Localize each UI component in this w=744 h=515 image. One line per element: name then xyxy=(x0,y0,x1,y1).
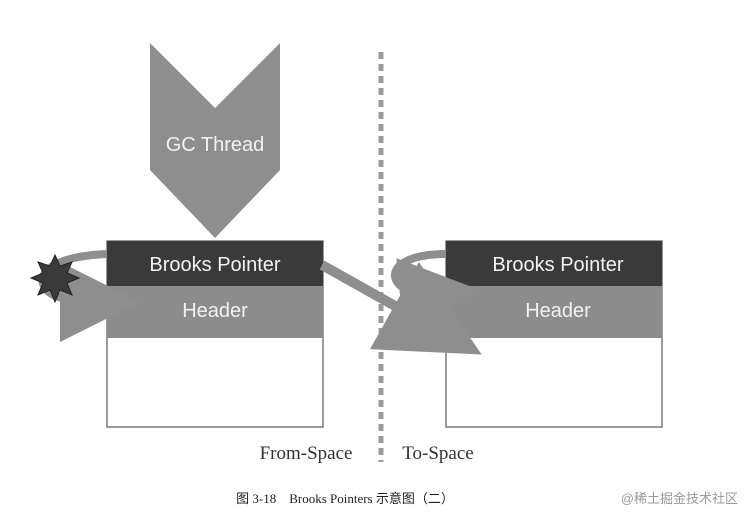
figure-caption: 图 3-18 Brooks Pointers 示意图（二） xyxy=(236,491,454,506)
from-space-label: From-Space xyxy=(260,443,353,464)
from-object: Brooks Pointer Header xyxy=(106,240,324,428)
gc-thread-chevron-shape xyxy=(150,43,280,238)
from-brooks-pointer-bar xyxy=(107,241,323,286)
to-header-label: Header xyxy=(525,300,591,322)
to-self-pointer-arrow xyxy=(391,250,480,338)
gc-thread: GC Thread xyxy=(150,43,280,238)
to-brooks-pointer-label: Brooks Pointer xyxy=(492,254,624,276)
to-brooks-pointer-bar xyxy=(446,241,662,286)
from-brooks-pointer-label: Brooks Pointer xyxy=(149,254,281,276)
broken-pointer-starburst-icon xyxy=(29,253,81,304)
from-header-label: Header xyxy=(182,300,248,322)
from-header-bar xyxy=(107,286,323,338)
watermark: @稀土掘金技术社区 xyxy=(621,491,738,506)
gc-thread-label: GC Thread xyxy=(166,134,265,156)
to-header-bar xyxy=(446,286,662,338)
to-object: Brooks Pointer Header xyxy=(445,240,663,428)
to-space-label: To-Space xyxy=(402,443,473,464)
